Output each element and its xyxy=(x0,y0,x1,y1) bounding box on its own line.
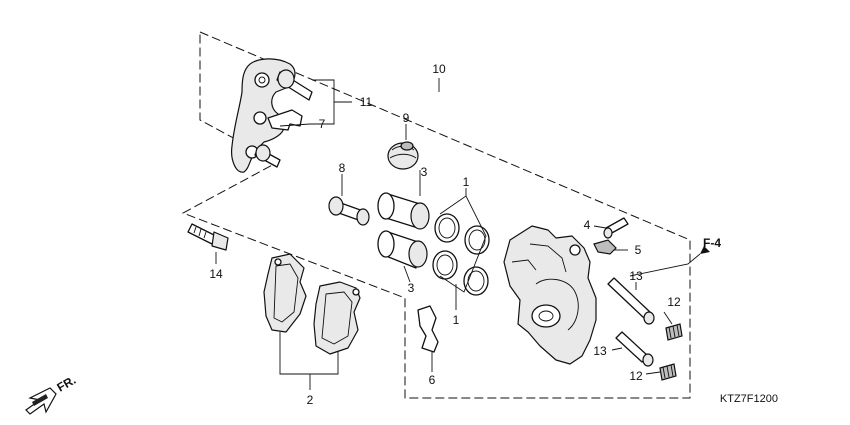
brake-pad-left xyxy=(263,253,307,333)
diagram-code: KTZ7F1200 xyxy=(720,393,778,405)
callout-1-bottom: 1 xyxy=(453,313,460,327)
bleeder-cap xyxy=(593,239,617,255)
mounting-bolt xyxy=(187,223,229,251)
caliper-piston-lower xyxy=(377,230,428,269)
callout-14: 14 xyxy=(209,267,223,281)
pin-boot-lower xyxy=(659,363,677,381)
caliper-piston-upper xyxy=(377,192,430,230)
callout-5: 5 xyxy=(635,243,642,257)
callout-13-bottom: 13 xyxy=(593,344,607,358)
callout-11: 11 xyxy=(360,95,373,109)
direction-label: FR. xyxy=(55,373,79,395)
callout-6: 6 xyxy=(429,373,436,387)
slide-pin-lower xyxy=(615,331,654,367)
leader-lines xyxy=(215,78,701,390)
callout-7: 7 xyxy=(319,117,326,131)
reference-label: F-4 xyxy=(703,236,721,250)
slide-pin-bolt xyxy=(328,196,370,226)
callout-12-bottom: 12 xyxy=(629,369,643,383)
callout-10: 10 xyxy=(432,62,446,76)
caliper-bracket xyxy=(231,58,313,173)
callout-3-top: 3 xyxy=(421,165,428,179)
slide-pin-upper xyxy=(607,277,655,325)
callout-2: 2 xyxy=(307,393,314,407)
callout-4: 4 xyxy=(584,218,591,232)
brake-pad-right xyxy=(313,281,361,355)
callout-8: 8 xyxy=(339,161,346,175)
callout-9: 9 xyxy=(403,111,410,125)
piston-boot xyxy=(387,141,419,170)
callout-12-top: 12 xyxy=(667,295,681,309)
caliper-body xyxy=(503,225,597,365)
front-direction-arrow xyxy=(25,387,57,415)
piston-seals xyxy=(432,213,490,296)
callout-3-bottom: 3 xyxy=(408,281,415,295)
pin-boot-upper xyxy=(665,323,683,341)
pad-spring xyxy=(417,305,439,353)
reference-arrow xyxy=(700,246,710,254)
callout-13-top: 13 xyxy=(629,269,643,283)
bleeder-screw xyxy=(603,217,629,239)
callout-1-top: 1 xyxy=(463,175,470,189)
